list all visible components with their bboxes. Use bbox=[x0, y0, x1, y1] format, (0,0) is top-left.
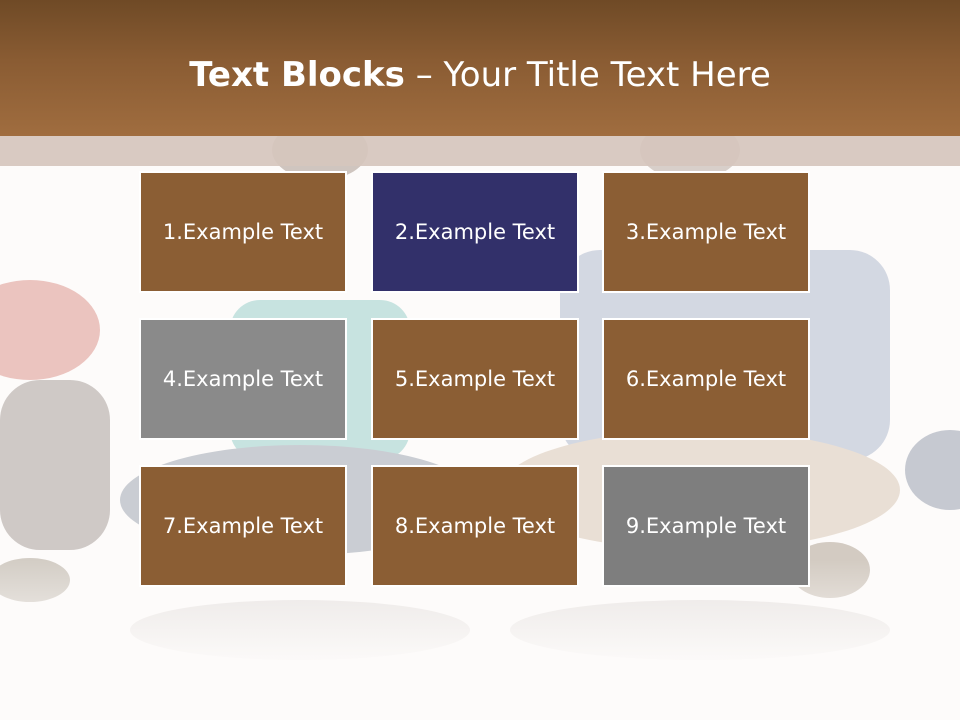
slide-title[interactable]: Text Blocks – Your Title Text Here bbox=[0, 52, 960, 98]
title-light: Your Title Text Here bbox=[443, 55, 771, 95]
text-block-2[interactable]: 2.Example Text bbox=[371, 171, 579, 293]
text-block-6[interactable]: 6.Example Text bbox=[602, 318, 810, 440]
text-block-5[interactable]: 5.Example Text bbox=[371, 318, 579, 440]
title-dash: – bbox=[404, 55, 444, 95]
text-block-3[interactable]: 3.Example Text bbox=[602, 171, 810, 293]
text-block-9[interactable]: 9.Example Text bbox=[602, 465, 810, 587]
text-block-4[interactable]: 4.Example Text bbox=[139, 318, 347, 440]
text-block-7[interactable]: 7.Example Text bbox=[139, 465, 347, 587]
title-bold: Text Blocks bbox=[189, 55, 405, 95]
header-strip bbox=[0, 136, 960, 166]
header-band bbox=[0, 0, 960, 136]
text-block-grid: 1.Example Text 2.Example Text 3.Example … bbox=[139, 171, 815, 593]
text-block-8[interactable]: 8.Example Text bbox=[371, 465, 579, 587]
text-block-1[interactable]: 1.Example Text bbox=[139, 171, 347, 293]
